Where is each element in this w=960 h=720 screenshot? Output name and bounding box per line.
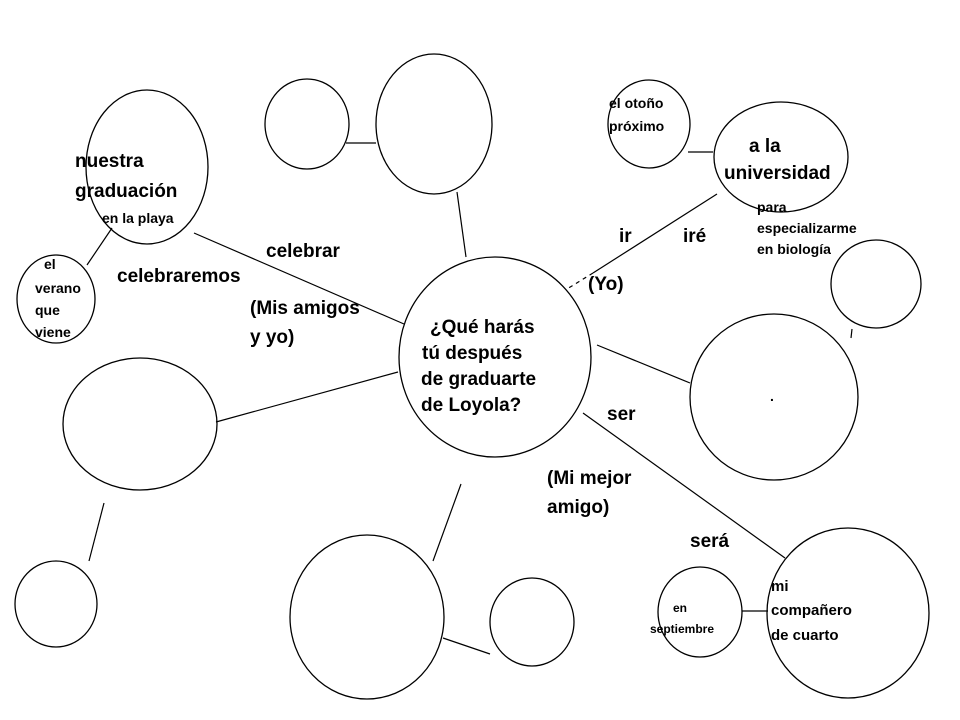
a-la-label: a la — [749, 136, 781, 157]
connector-bottom-large — [432, 483, 462, 562]
connector-bottom-small — [442, 637, 491, 655]
ir-label: ir — [619, 226, 632, 247]
empty-circle-right-small — [830, 239, 922, 329]
sera-label: será — [690, 531, 730, 552]
celebraremos-label: celebraremos — [117, 266, 241, 287]
en-la-playa-label: en la playa — [102, 210, 174, 226]
que-label: que — [35, 302, 60, 318]
dot-circle — [689, 313, 859, 481]
empty-circle-bottom-left — [14, 560, 98, 648]
center-question-line-4: de Loyola? — [421, 395, 522, 416]
el-label: el — [44, 256, 56, 272]
connector-graduation — [193, 232, 405, 325]
companero-label: compañero — [771, 602, 852, 619]
center-question-line-2: tú después — [422, 343, 523, 364]
connector-dot — [596, 344, 691, 384]
empty-circle-top-large — [375, 53, 493, 195]
dot-mark: . — [770, 388, 774, 404]
university-circle — [713, 101, 849, 213]
empty-circle-top-small — [264, 78, 350, 170]
graduation-circle — [85, 89, 209, 245]
center-question-line-1: ¿Qué harás — [430, 317, 535, 338]
de-cuarto-label: de cuarto — [771, 627, 839, 644]
mi-label: mi — [771, 578, 789, 595]
amigo-label: amigo) — [547, 497, 610, 518]
center-question-line-3: de graduarte — [421, 369, 537, 390]
nuestra-label: nuestra — [75, 151, 144, 172]
proximo-label: próximo — [609, 118, 665, 134]
el-otono-label: el otoño — [609, 95, 664, 111]
roommate-circle — [766, 527, 930, 699]
empty-circle-bottom-large — [289, 534, 445, 700]
graduacion-label: graduación — [75, 181, 178, 202]
connector-right-small — [850, 328, 853, 339]
connector-roommate — [582, 412, 786, 559]
y-yo-label: y yo) — [250, 327, 295, 348]
september-circle — [657, 566, 743, 658]
connector-bottom-left — [88, 502, 105, 562]
connector-summer — [86, 227, 113, 266]
summer-circle — [16, 254, 96, 344]
viene-label: viene — [35, 324, 71, 340]
en-label: en — [673, 601, 688, 615]
mi-mejor-label: (Mi mejor — [547, 468, 632, 489]
ser-label: ser — [607, 404, 636, 425]
yo-label: (Yo) — [588, 274, 624, 295]
verano-label: verano — [35, 280, 81, 296]
celebrar-label: celebrar — [266, 241, 340, 262]
connector-left-large — [215, 371, 399, 423]
connector-top-large — [456, 191, 467, 258]
center-circle — [398, 256, 592, 458]
empty-circle-left-large — [62, 357, 218, 491]
mis-amigos-label: (Mis amigos — [250, 298, 360, 319]
connector-university-dashed — [566, 272, 594, 290]
especializarme-label: especializarme — [757, 220, 857, 236]
en-biologia-label: en biología — [757, 241, 831, 257]
ire-label: iré — [683, 226, 707, 247]
septiembre-label: septiembre — [650, 622, 715, 636]
para-label: para — [757, 199, 787, 215]
connector-university — [592, 193, 718, 274]
universidad-label: universidad — [724, 163, 831, 184]
autumn-circle — [607, 79, 691, 169]
empty-circle-bottom-small — [489, 577, 575, 667]
